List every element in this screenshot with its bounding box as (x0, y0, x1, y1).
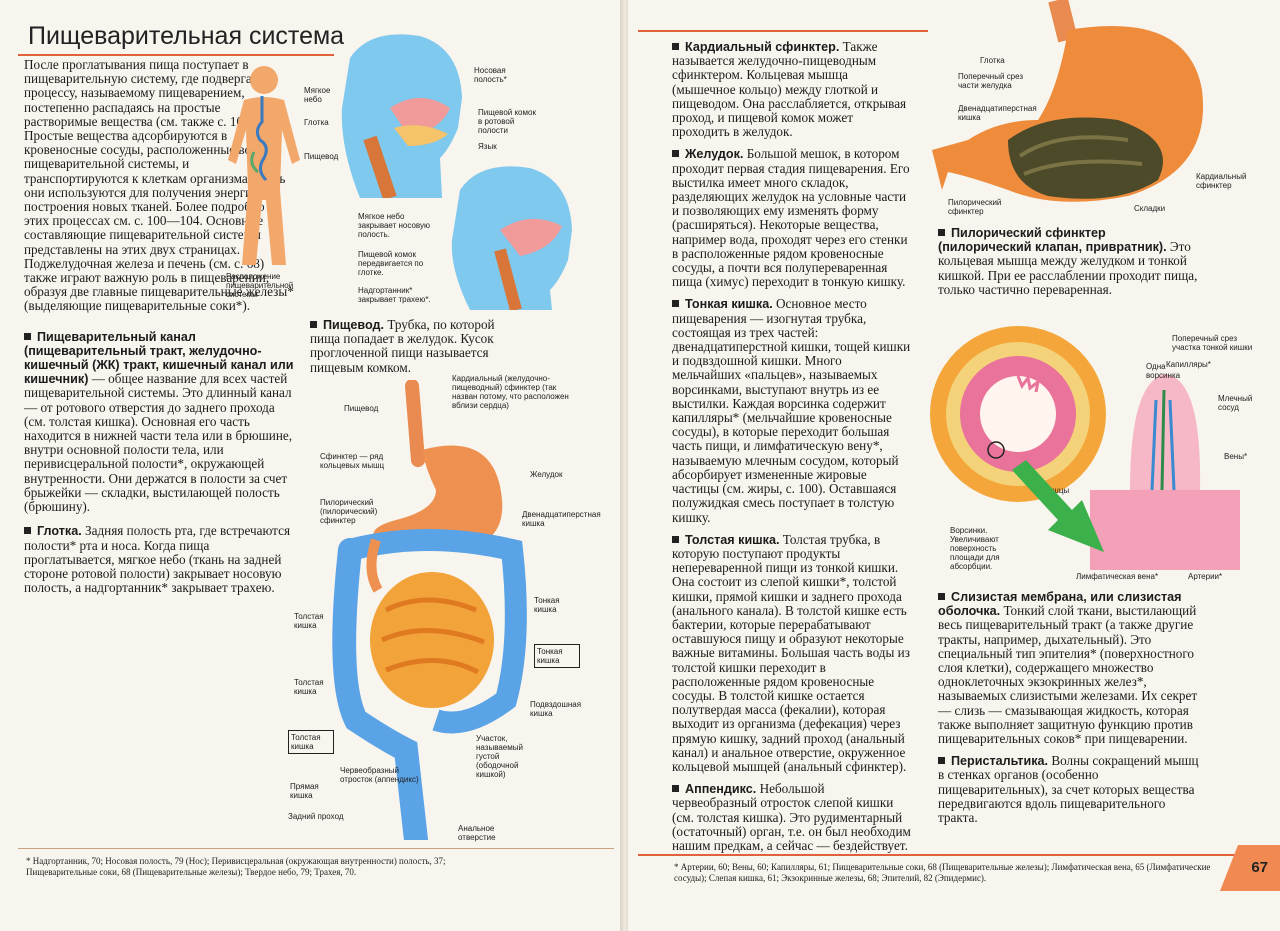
bullet-icon (672, 43, 679, 50)
duodenum-label: Двенадцатиперстная кишка (522, 510, 601, 528)
bullet-icon (24, 332, 31, 340)
left-page: Пищеварительная система После проглатыва… (0, 0, 622, 931)
bolus-mouth-label: Пищевой комок в ротовой полости (478, 108, 536, 135)
cardiac-label: Кардиальный (желудочно-пищеводный) сфинк… (452, 374, 569, 410)
soft-palate-label: Мягкое небо (304, 86, 331, 104)
small-int-box: Тонкая кишка (534, 644, 580, 668)
rectum-label: Прямая кишка (290, 782, 319, 800)
page-title: Пищеварительная система (28, 22, 345, 50)
intro-paragraph: После проглатывания пища поступает в пищ… (24, 57, 294, 314)
left-footnote: * Надгортанник, 70; Носовая полость, 79 … (26, 856, 446, 877)
folds-label: Складки (1134, 204, 1166, 213)
entry-mucosa: Слизистая мембрана, или слизистая оболоч… (938, 590, 1198, 747)
right-col-1: Кардиальный сфинктер. Также называется ж… (672, 39, 912, 853)
head-diagram-2 (451, 166, 572, 310)
lacteal-label: Млечный сосуд (1218, 394, 1253, 412)
page-number: 67 (1251, 859, 1268, 876)
right-col-2a: Пилорический сфинктер (пилорический клап… (938, 226, 1198, 297)
villus-label: Одна ворсинка (1146, 362, 1181, 380)
canal-entry: Пищеварительный канал (пищеварительный т… (24, 329, 294, 515)
footnote-rule (18, 848, 614, 849)
page-number-tab: 67 (1220, 845, 1280, 891)
stomach-section-diagram (932, 0, 1204, 202)
entry-pyloric: Пилорический сфинктер (пилорический клап… (938, 226, 1198, 297)
entry-cardiac: Кардиальный сфинктер. Также называется ж… (672, 39, 907, 140)
anal-opening-label: Анальное отверстие (458, 824, 496, 842)
cardiac-label-r: Кардиальный сфинктер (1196, 172, 1247, 190)
large-box: Толстая кишка (288, 730, 334, 754)
title-rule (18, 54, 334, 56)
sigmoid-label: Участок, называемый густой (ободочной ки… (476, 734, 523, 779)
lymph-label: Лимфатическая вена* (1076, 572, 1159, 581)
colon-label: Толстая кишка (294, 612, 324, 630)
colon2-label: Толстая кишка (294, 678, 324, 696)
right-bottom-rule (638, 854, 1278, 856)
right-col-2b: Слизистая мембрана, или слизистая оболоч… (938, 590, 1208, 825)
ileum-label: Подвздошная кишка (530, 700, 582, 718)
pharynx-label-r: Глотка (980, 56, 1005, 65)
right-footnote: * Артерии, 60; Вены, 60; Капилляры, 61; … (674, 862, 1211, 883)
veins-label: Вены* (1224, 452, 1248, 461)
digestive-tract-diagram (332, 380, 527, 840)
left-text-column: После проглатывания пища поступает в пищ… (24, 57, 296, 596)
small-int-label: Тонкая кишка (534, 596, 560, 614)
esophagus2-label: Пищевод (344, 404, 379, 413)
head-diagram-1 (341, 34, 462, 198)
sphincter-label: Сфинктер — ряд кольцевых мышц (320, 452, 385, 470)
entry-peristalsis: Перистальтика. Волны сокращений мышц в с… (938, 753, 1199, 826)
nasal-label: Носовая полость* (474, 66, 507, 84)
bullet-icon (672, 535, 679, 543)
epiglottis-label: Надгортанник* закрывает трахею*. (358, 286, 431, 304)
body-figure (228, 66, 300, 265)
arrow-icon (1012, 460, 1104, 552)
entry-stomach: Желудок. Большой мешок, в котором проход… (672, 146, 910, 290)
pyloric-label-r: Пилорический сфинктер (948, 198, 1002, 216)
bullet-icon (672, 300, 679, 308)
bullet-icon (672, 150, 679, 158)
bullet-icon (938, 593, 945, 600)
body-caption: Расположение пищеварительной системы (226, 272, 294, 299)
esophagus-entry: Пищевод. Трубка, по которой пища попадае… (310, 317, 495, 375)
palate-closes-label: Мягкое небо закрывает носовую полость. (358, 212, 430, 239)
appendix-label: Червеобразный отросток (аппендикс) (340, 766, 419, 784)
anus-label: Задний проход (288, 812, 344, 821)
book-gutter (620, 0, 630, 931)
esophagus-label: Пищевод (304, 152, 339, 161)
bolus-moves-label: Пищевой комок передвигается по глотке. (358, 250, 424, 277)
bullet-icon (672, 785, 679, 793)
cross-small-label: Поперечный срез участка тонкой кишки (1172, 334, 1253, 352)
bullet-icon (310, 321, 317, 328)
capillaries-label: Капилляры* (1166, 360, 1211, 369)
throat-entry: Глотка. Задняя полость рта, где встречаю… (24, 523, 291, 596)
entry-small-intestine: Тонкая кишка. Основное место пищеварения… (672, 296, 911, 525)
entry-appendix: Аппендикс. Небольшой червеобразный отрос… (672, 781, 911, 853)
arteries-label: Артерии* (1188, 572, 1223, 581)
cross-section-label: Поперечный срез части желудка (958, 72, 1024, 90)
villus-diagram (1090, 374, 1240, 570)
stomach-label: Желудок (530, 470, 563, 479)
duodenum-label-r: Двенадцатиперстная кишка (958, 104, 1037, 122)
intestine-cross-section (930, 326, 1106, 502)
entry-large-intestine: Толстая кишка. Толстая трубка, в которую… (672, 531, 910, 774)
bullet-icon (24, 527, 31, 535)
pyloric-label: Пилорический (пилорический) сфинктер (320, 498, 378, 525)
tongue-label: Язык (478, 142, 497, 151)
right-page: Кардиальный сфинктер. Также называется ж… (628, 0, 1280, 931)
right-top-rule (638, 30, 928, 32)
villi-label: Ворсинки. Увеличивают поверхность площад… (950, 526, 1000, 571)
bullet-icon (938, 229, 945, 236)
bullet-icon (938, 757, 945, 765)
pharynx-label: Глотка (304, 118, 329, 127)
muscles-label: Мышцы (1040, 486, 1070, 495)
